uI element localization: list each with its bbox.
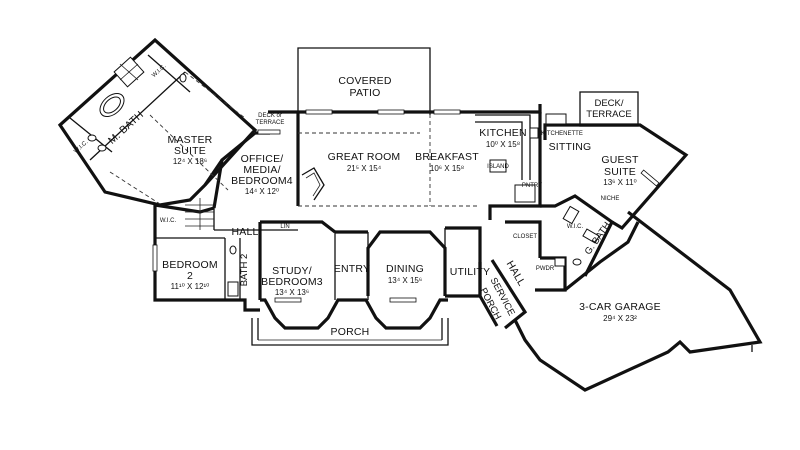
- master-wic-left-label: W.I.C.: [73, 139, 89, 155]
- island-label: ISLAND: [487, 164, 509, 170]
- breakfast-label: BREAKFAST: [415, 151, 479, 163]
- deck-terrace-right-label-2: TERRACE: [586, 109, 631, 120]
- bath2-fixtures: [227, 245, 239, 297]
- hall-left-label: HALL: [231, 226, 258, 238]
- windows: [152, 109, 660, 303]
- niche-label: NICHE: [601, 196, 620, 202]
- bedroom2-wic-label: W.I.C.: [160, 218, 177, 224]
- bedroom2-dims: 11¹⁰ X 12¹⁰: [171, 282, 210, 291]
- deck-terrace-left-label-2: TERRACE: [256, 120, 285, 126]
- porch-label: PORCH: [331, 326, 370, 338]
- sitting-label: SITTING: [549, 141, 592, 153]
- stair-area: [185, 198, 214, 230]
- deck-terrace-right-label-1: DECK/: [594, 98, 623, 109]
- study-label-2: BEDROOM3: [261, 276, 323, 288]
- master-suite-dims: 12⁴ X 18⁶: [173, 157, 207, 166]
- dining-dims: 13⁴ X 15⁶: [388, 276, 422, 285]
- office-label-3: BEDROOM4: [231, 175, 293, 187]
- kitchen-dims: 10⁰ X 15⁸: [486, 140, 520, 149]
- bath2-label: BATH 2: [239, 254, 250, 287]
- kitchen-label: KITCHEN: [479, 127, 527, 139]
- utility-label: UTILITY: [450, 266, 491, 278]
- linen-label: LIN: [280, 224, 289, 230]
- island-counter: [489, 159, 507, 173]
- office-dims: 14⁴ X 12⁰: [245, 187, 279, 196]
- great-room-label: GREAT ROOM: [328, 151, 401, 163]
- dining-label: DINING: [386, 263, 424, 275]
- covered-patio-outline: [297, 47, 431, 115]
- master-suite-label-1: MASTER: [168, 134, 213, 146]
- office-label-1: OFFICE/: [241, 153, 284, 165]
- pantry-label: PNTRY: [522, 183, 542, 189]
- main-walls: [153, 104, 689, 346]
- kitchen-fixtures: [475, 113, 567, 203]
- closet-label: CLOSET: [513, 234, 537, 240]
- covered-patio-label-1: COVERED: [338, 75, 392, 87]
- guest-suite-label-1: GUEST: [601, 154, 639, 166]
- deck-terrace-right: [579, 91, 639, 127]
- great-room-dims: 21⁵ X 15⁴: [347, 164, 382, 173]
- kitchenette-label: KITCHENETTE: [541, 131, 583, 137]
- garage-walls: [513, 210, 763, 392]
- breakfast-dims: 10⁶ X 15⁸: [430, 164, 464, 173]
- bedroom2-label-2: 2: [187, 270, 193, 282]
- master-suite-label-2: SUITE: [174, 145, 206, 157]
- garage-label: 3-CAR GARAGE: [579, 301, 661, 313]
- office-label-2: MEDIA/: [243, 164, 280, 176]
- pwdr-label: PWDR: [536, 266, 555, 272]
- guest-bath-fixtures: [554, 205, 600, 267]
- covered-patio-label-2: PATIO: [350, 87, 381, 99]
- deck-terrace-left-label-1: DECK or: [258, 113, 282, 119]
- study-dims: 13⁴ X 13⁶: [275, 288, 309, 297]
- study-label-1: STUDY/: [272, 265, 312, 277]
- guest-suite-dims: 13⁶ X 11⁰: [603, 178, 636, 187]
- guest-suite-label-2: SUITE: [604, 166, 636, 178]
- guest-wic-label: W.I.C.: [567, 224, 584, 230]
- bedroom2-label-1: BEDROOM: [162, 259, 218, 271]
- garage-dims: 29⁴ X 23²: [603, 314, 637, 323]
- fireplace: [301, 167, 325, 201]
- master-wing: [57, 37, 258, 207]
- entry-label: ENTRY: [334, 263, 370, 275]
